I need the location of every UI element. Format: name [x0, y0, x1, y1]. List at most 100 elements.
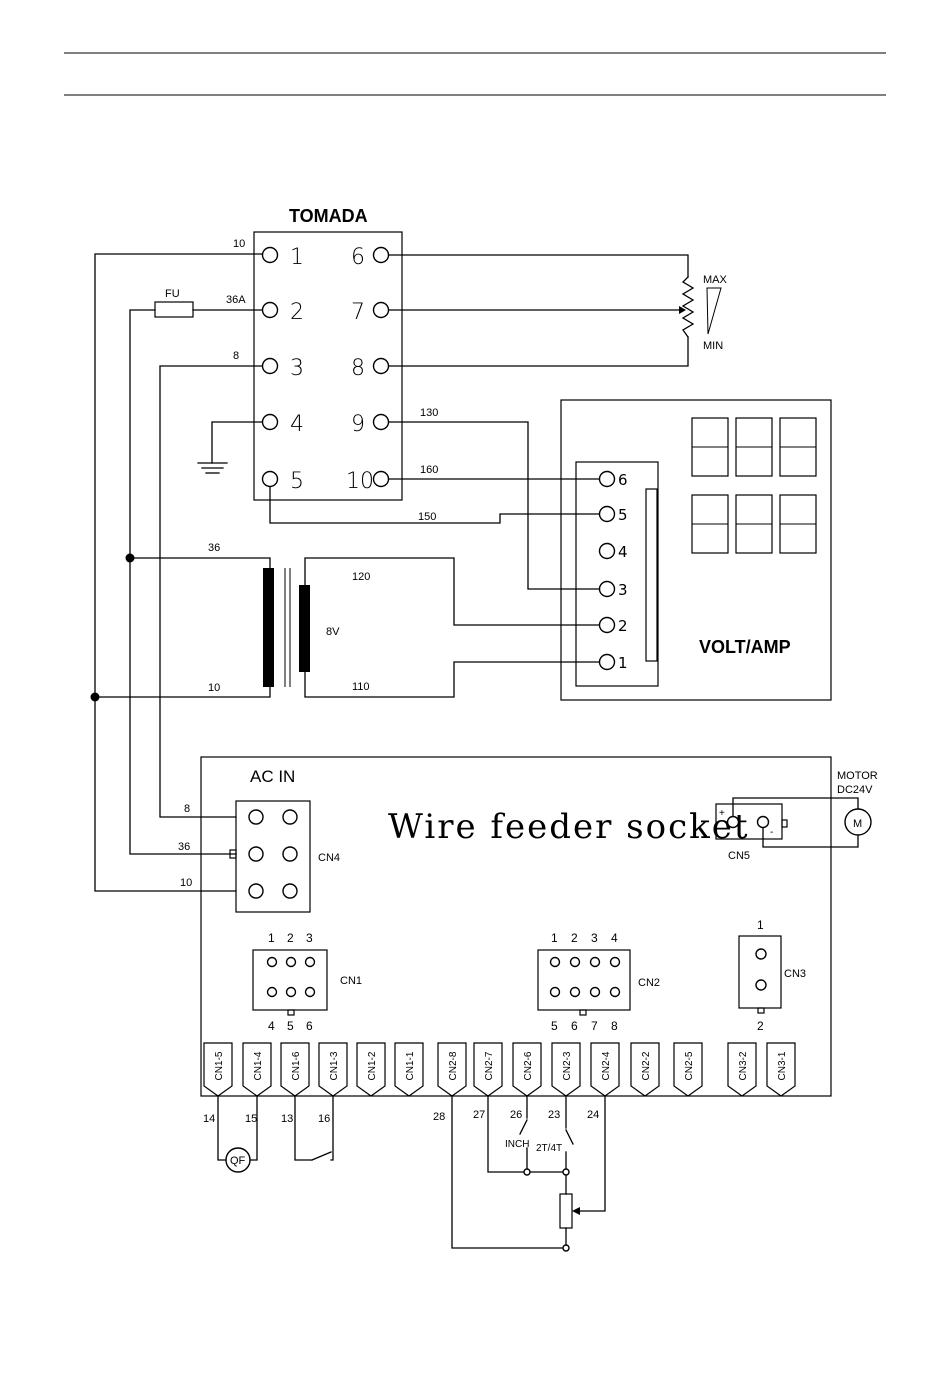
voltamp-terminals: 6 5 4 3 2 1	[598, 470, 628, 672]
edge-tab-cn1-1: CN1-1	[394, 1042, 424, 1097]
edge-tab-body	[512, 1042, 542, 1097]
edge-tab-body	[394, 1042, 424, 1097]
edge-tab-cn2-8: CN2-8	[437, 1042, 467, 1097]
tomada-pin-label-4: 4	[290, 412, 304, 437]
edge-tab-label: CN3-2	[738, 1051, 749, 1080]
tomada-terminal-2	[261, 301, 279, 319]
wire-8-main	[159, 365, 263, 818]
wire-130	[388, 421, 600, 590]
switch-2t4t-label: 2T/4T	[536, 1143, 562, 1154]
inch-switch-label: INCH	[505, 1139, 529, 1150]
tomada-terminal-3	[261, 357, 279, 375]
cn5-terminal-minus	[756, 815, 770, 829]
wire-label-15: 15	[245, 1113, 257, 1125]
cn1-key	[287, 1009, 295, 1016]
wire-label-16: 16	[318, 1113, 330, 1125]
bottom-wire-labels: 14 15 13 16 28 27 26 23 24	[203, 1109, 599, 1125]
transformer-secondary-label: 8V	[326, 626, 340, 638]
cn1-top-pin-1: 1	[268, 931, 275, 945]
edge-tab-cn2-5: CN2-5	[673, 1042, 703, 1097]
cn1-label: CN1	[340, 975, 362, 987]
qf-breaker-icon	[225, 1147, 251, 1173]
edge-tab-label: CN1-5	[214, 1051, 225, 1080]
cn3-connector	[738, 935, 782, 1009]
wire-qf-loop	[217, 1095, 226, 1161]
edge-tab-body	[437, 1042, 467, 1097]
tomada-terminal-8	[372, 357, 390, 375]
edge-tab-body	[280, 1042, 310, 1097]
tomada-pin-label-3: 3	[290, 356, 304, 381]
tomada-terminal-6	[372, 246, 390, 264]
edge-tab-label: CN2-8	[448, 1051, 459, 1080]
wire-120	[304, 557, 600, 626]
cn5-key	[781, 819, 788, 828]
wire-label-36-transformer: 36	[208, 542, 220, 554]
tomada-title: TOMADA	[289, 206, 368, 226]
edge-tab-label: CN1-2	[367, 1051, 378, 1080]
wire-label-36a: 36A	[226, 294, 246, 306]
cn5-label: CN5	[728, 850, 750, 862]
wire-28	[451, 1095, 567, 1249]
inch-switch-blade	[519, 1119, 528, 1135]
edge-tab-cn3-1: CN3-1	[766, 1042, 796, 1097]
wire-label-150: 150	[418, 511, 436, 523]
wire-label-13: 13	[281, 1113, 293, 1125]
tomada-terminal-10	[372, 470, 390, 488]
wire-motor-plus	[732, 797, 859, 817]
fuse-body	[154, 301, 194, 318]
node-28	[562, 1244, 570, 1252]
edge-tab-body	[551, 1042, 581, 1097]
wire-motor-minus	[762, 827, 859, 848]
cn4-connector	[235, 800, 311, 913]
cn3-top-pin: 1	[757, 918, 764, 932]
wire-label-23: 23	[548, 1109, 560, 1121]
ground-icon	[197, 462, 228, 474]
edge-tab-cn3-2: CN3-2	[727, 1042, 757, 1097]
wire-label-8-acin: 8	[184, 803, 190, 815]
cn1-terminals	[266, 956, 316, 998]
potentiometer-wiper-arrow	[679, 306, 686, 314]
potentiometer-min-label: MIN	[703, 340, 723, 352]
voltamp-terminal-5	[598, 505, 616, 523]
cn2-bottom-pin-6: 6	[571, 1019, 578, 1033]
tomada-pin-label-6: 6	[351, 245, 365, 270]
wire-feeder-board	[200, 756, 832, 1097]
edge-tab-body	[630, 1042, 660, 1097]
edge-tab-body	[673, 1042, 703, 1097]
edge-tab-label: CN1-3	[329, 1051, 340, 1080]
voltamp-title: VOLT/AMP	[699, 637, 791, 657]
voltamp-terminal-6	[598, 470, 616, 488]
motor-icon	[844, 808, 872, 836]
edge-tab-body	[766, 1042, 796, 1097]
cn2-top-pin-1: 1	[551, 931, 558, 945]
wire-pin6-pot	[388, 254, 689, 278]
wire-label-130: 130	[420, 407, 438, 419]
wire-10-transformer	[94, 686, 271, 698]
tomada-pin-label-5: 5	[290, 469, 304, 494]
wire-36-transformer	[129, 557, 271, 569]
wire-label-120: 120	[352, 571, 370, 583]
wire-110	[304, 661, 600, 698]
ground-wire	[211, 421, 263, 464]
wire-150	[269, 486, 600, 524]
cn2-bottom-pin-7: 7	[591, 1019, 598, 1033]
wire-label-8-top: 8	[233, 350, 239, 362]
potentiometer-2-body	[559, 1193, 573, 1229]
cn2-top-pin-2: 2	[571, 931, 578, 945]
cn2-bottom-pin-5: 5	[551, 1019, 558, 1033]
cn2-key	[579, 1009, 587, 1016]
edge-tab-cn2-4: CN2-4	[590, 1042, 620, 1097]
cn3-terminal-2	[755, 979, 767, 991]
edge-tab-cn2-2: CN2-2	[630, 1042, 660, 1097]
edge-tab-body	[203, 1042, 233, 1097]
cn2-bottom-pin-8: 8	[611, 1019, 618, 1033]
edge-tab-cn1-6: CN1-6	[280, 1042, 310, 1097]
qf-label: QF	[230, 1155, 246, 1167]
acin-label: AC IN	[250, 767, 295, 786]
edge-tab-label: CN2-3	[562, 1051, 573, 1080]
edge-tab-label: CN2-2	[641, 1051, 652, 1080]
edge-tab-cn2-7: CN2-7	[473, 1042, 503, 1097]
motor-label-line1: MOTOR	[837, 770, 878, 782]
wire-label-36-acin: 36	[178, 841, 190, 853]
